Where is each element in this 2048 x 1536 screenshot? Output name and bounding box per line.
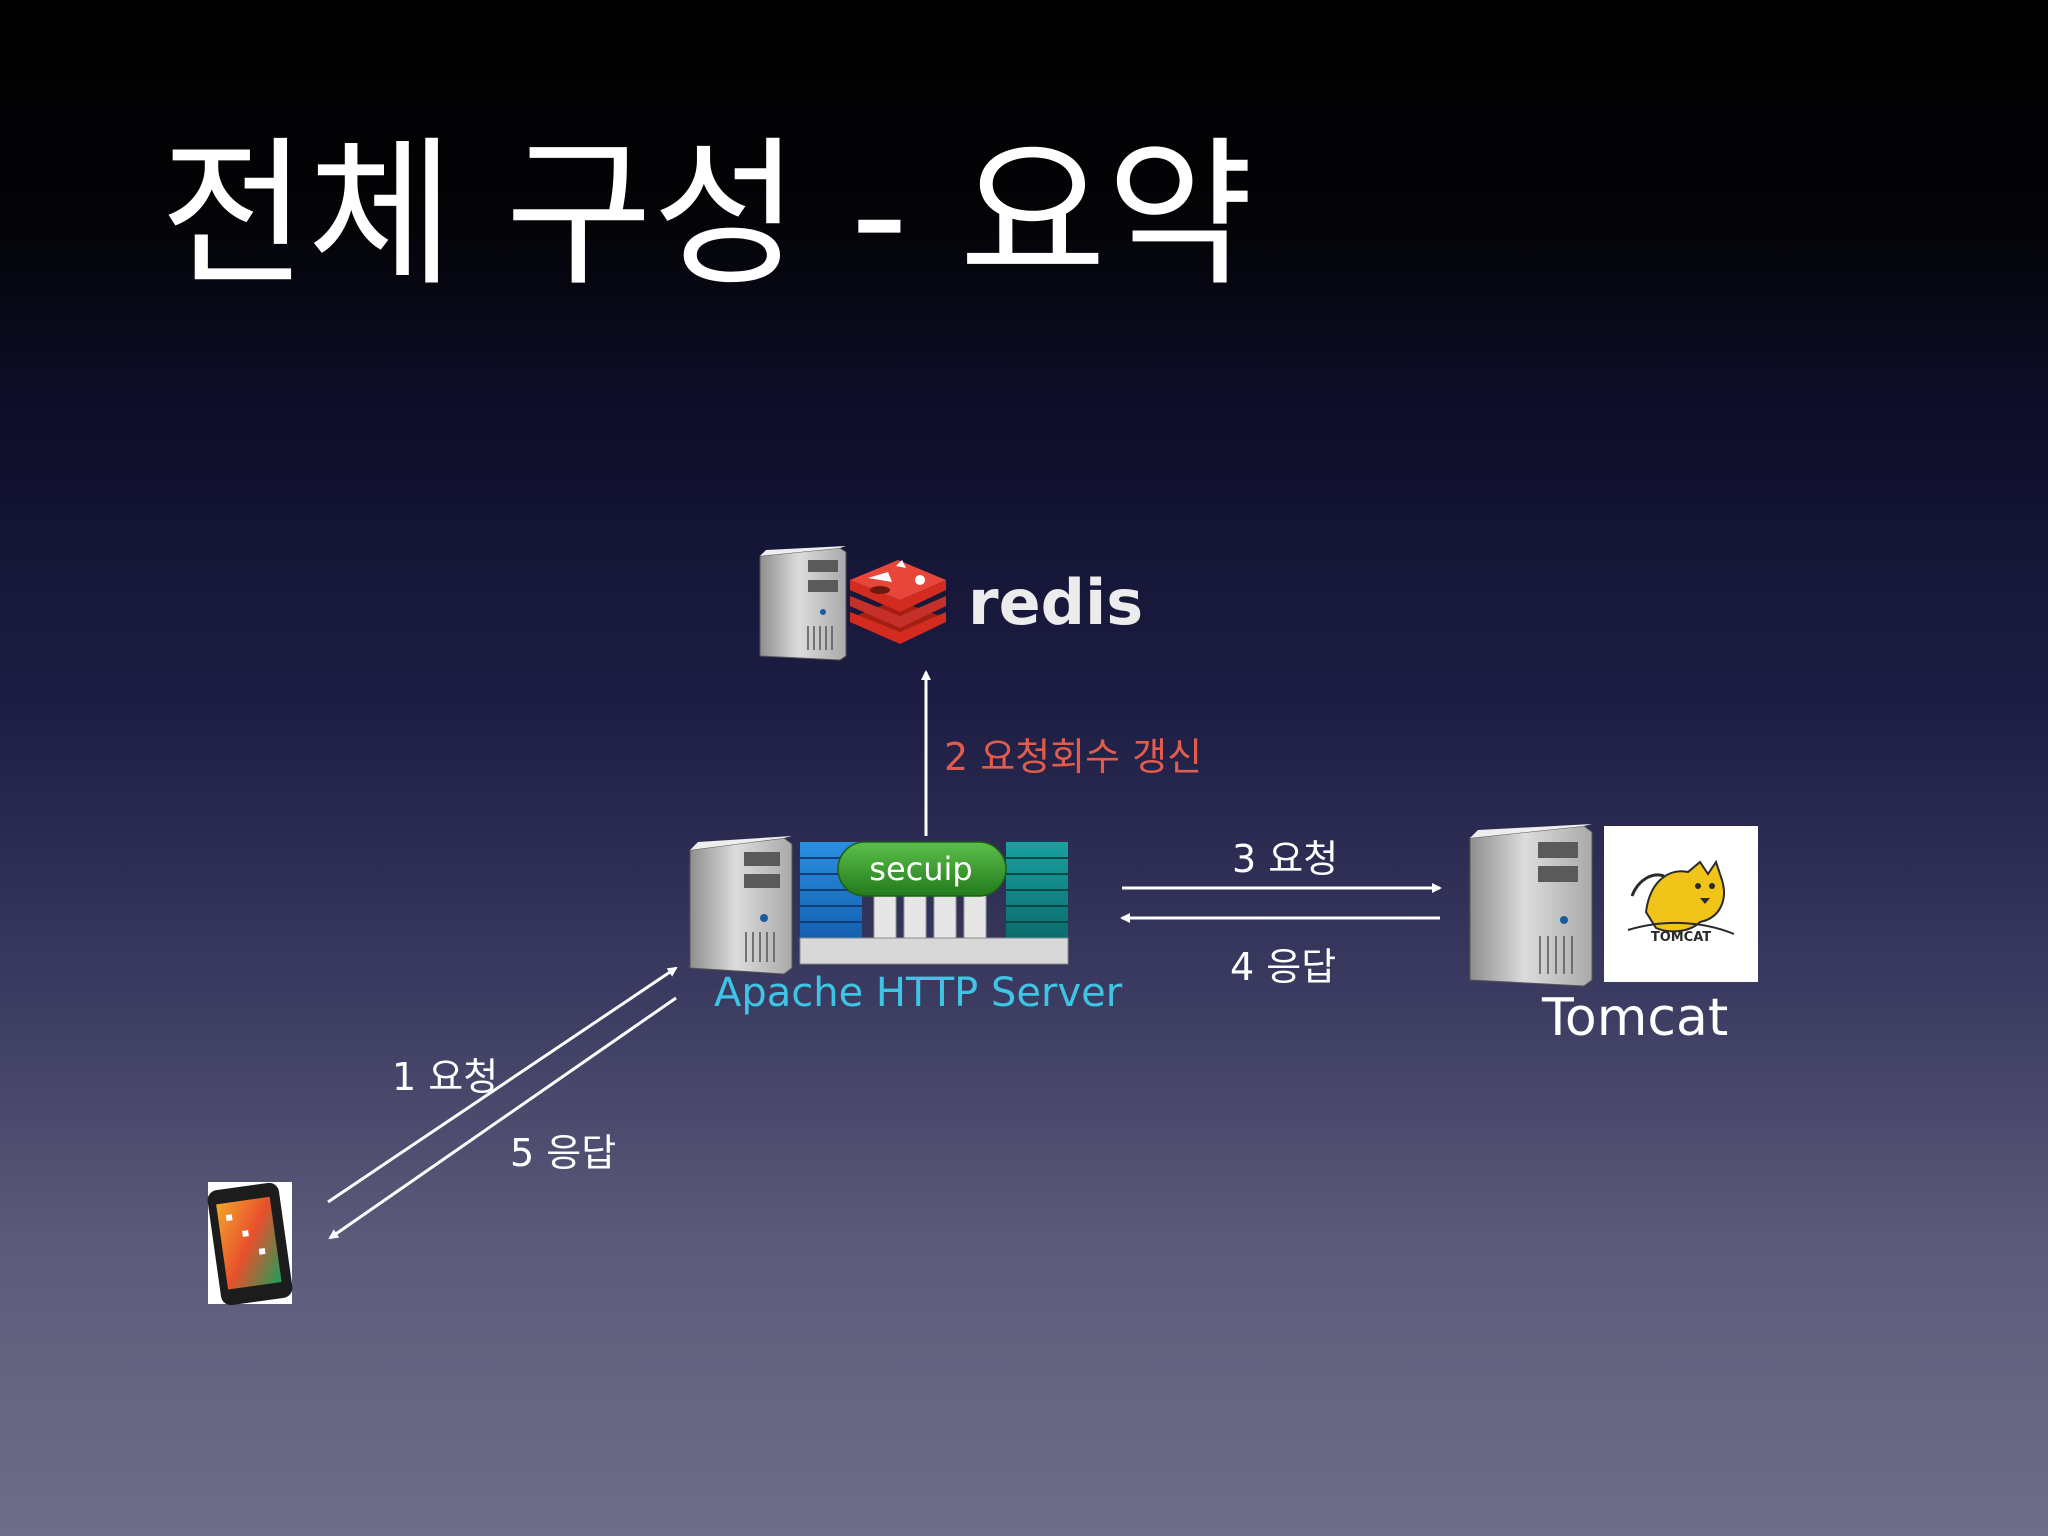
arrow-step5-to-phone	[328, 996, 677, 1240]
apache-module-icon	[799, 841, 1069, 965]
step2-label: 2 요청회수 갱신	[944, 735, 1203, 779]
apache-server-icon	[689, 836, 793, 975]
tomcat-logo-icon	[1604, 826, 1758, 982]
slide-title: 전체 구성 - 요약	[160, 121, 1254, 308]
step3-label: 3 요청	[1232, 837, 1339, 881]
secuip-module-label: secuip	[869, 850, 972, 888]
step4-label: 4 응답	[1230, 945, 1337, 989]
tomcat-label: Tomcat	[1542, 988, 1729, 1048]
redis-server-icon	[759, 546, 847, 661]
tomcat-logo-text: TOMCAT	[1651, 930, 1711, 945]
arrow-step1-to-apache	[327, 966, 678, 1204]
redis-logo-icon	[850, 560, 946, 644]
smartphone-icon	[207, 1182, 293, 1306]
tomcat-server-icon	[1469, 824, 1593, 987]
step5-label: 5 응답	[510, 1131, 617, 1175]
step1-label: 1 요청	[392, 1055, 499, 1099]
apache-label: Apache HTTP Server	[714, 970, 1123, 1016]
redis-logo-text: redis	[968, 566, 1143, 639]
